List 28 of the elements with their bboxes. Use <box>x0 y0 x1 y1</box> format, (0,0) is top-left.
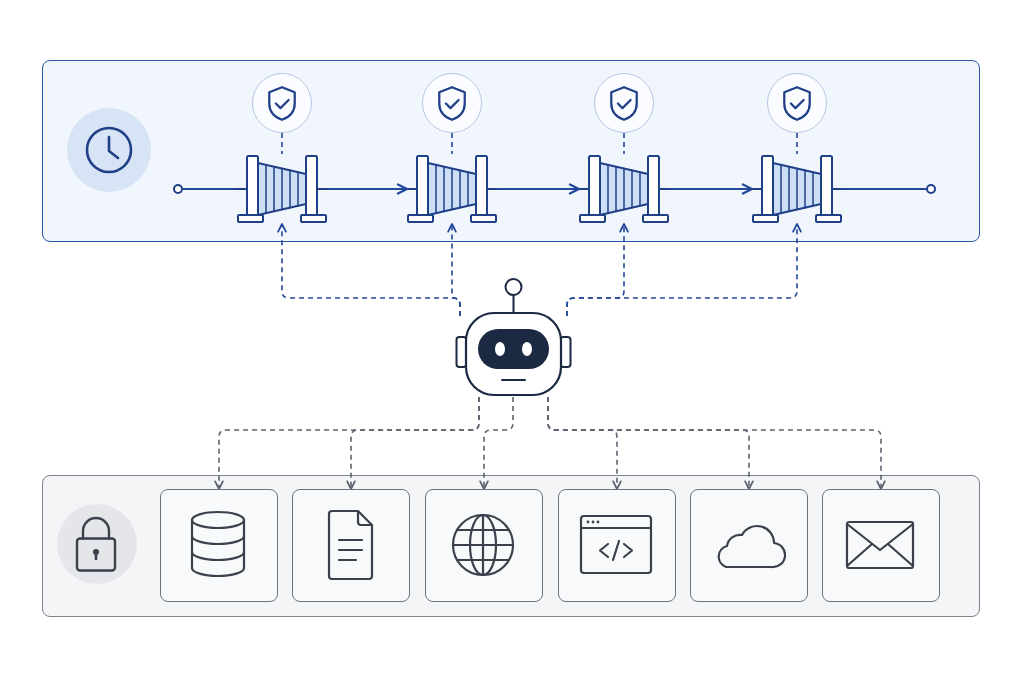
dashed-arrow <box>479 396 514 490</box>
resource-card <box>821 488 940 602</box>
funnel-gate-icon <box>236 153 327 224</box>
connector-line <box>182 188 238 190</box>
dashed-line <box>281 132 283 155</box>
resource-card <box>689 488 808 602</box>
connector-line <box>841 188 927 190</box>
resource-card <box>557 488 676 602</box>
arrow <box>326 183 409 195</box>
dashed-line <box>623 132 625 155</box>
resource-card <box>424 488 543 602</box>
dashed-arrow <box>346 396 480 490</box>
arrow <box>668 183 754 195</box>
pipeline-panel <box>42 60 980 242</box>
resource-card <box>291 488 410 602</box>
resource-card <box>159 488 278 602</box>
dashed-line <box>451 132 453 155</box>
robot-icon <box>455 277 572 397</box>
dashed-arrow <box>447 223 461 317</box>
funnel-gate-icon <box>578 153 669 224</box>
endpoint-dot <box>172 183 183 194</box>
endpoint-dot <box>925 183 936 194</box>
funnel-gate-icon <box>751 153 842 224</box>
arrow <box>496 183 581 195</box>
resource-panel <box>42 475 980 617</box>
funnel-gate-icon <box>406 153 497 224</box>
dashed-arrow <box>566 223 802 317</box>
dashed-line <box>796 132 798 155</box>
